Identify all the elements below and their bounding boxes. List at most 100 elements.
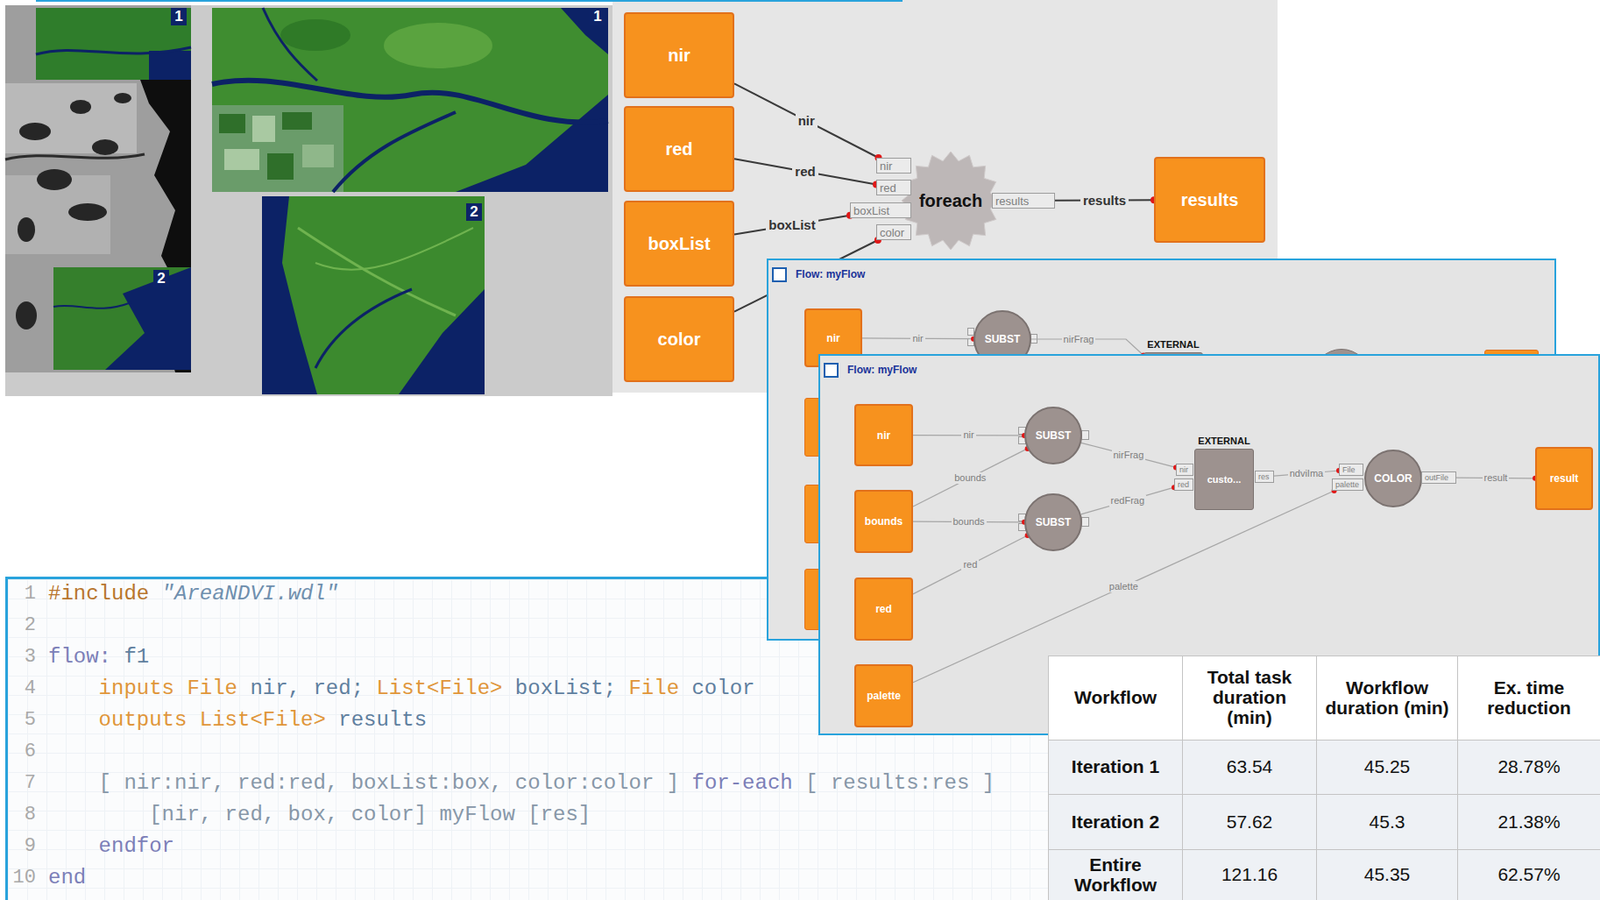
code-token: boxList; <box>515 676 616 701</box>
code-token: List<File> <box>199 707 326 732</box>
node-label: color <box>658 329 701 350</box>
port-label: nir <box>879 159 893 173</box>
edge-label-patch: ndviIma <box>1288 467 1326 480</box>
lake <box>19 122 51 141</box>
external-heading: EXTERNAL <box>1140 336 1206 353</box>
panel-title-row: Flow: myFlow <box>823 361 917 378</box>
connector <box>1081 442 1176 468</box>
node-heading: EXTERNAL <box>1197 435 1250 447</box>
port-label: boxList <box>853 204 890 218</box>
table-cell: Entire Workflow <box>1048 849 1183 900</box>
output-port: res <box>1254 470 1275 483</box>
code-token: List<File> <box>375 676 503 701</box>
code-token: endfor <box>99 834 175 858</box>
input-port: red <box>1174 478 1194 491</box>
column-heading: Total task duration (min) <box>1188 667 1311 728</box>
lake <box>17 217 36 242</box>
edge-label: red <box>794 163 815 179</box>
port-label: color <box>879 226 905 240</box>
table-cell: 28.78% <box>1458 740 1600 795</box>
code-line: 9endfor <box>7 834 1052 859</box>
node-label: nir <box>877 429 891 442</box>
node-label: bounds <box>864 515 903 528</box>
edge-label: palette <box>1109 580 1139 592</box>
code-token: end <box>48 865 86 890</box>
callout-patch: 2 <box>153 269 169 288</box>
code-token: [ nir:nir, red:red, boxList:box, color:c… <box>99 771 680 795</box>
code-text: outputsList<File>results <box>99 707 427 733</box>
panel-title: Flow: myFlow <box>847 363 917 376</box>
code-text: flow:f1 <box>48 644 149 670</box>
edge-label-patch: bounds <box>952 472 988 484</box>
line-number-box: 7 <box>7 771 36 796</box>
node-label: result <box>1550 472 1579 485</box>
table-header-cell: Total task duration (min) <box>1182 656 1317 741</box>
vegetation <box>280 19 351 51</box>
edge-label-patch: palette <box>1107 580 1140 593</box>
code-token: File <box>186 676 238 701</box>
table-value: 28.78% <box>1497 757 1560 778</box>
vegetation <box>383 22 493 69</box>
input-box: nir <box>854 403 914 467</box>
table-cell: 63.54 <box>1182 740 1317 795</box>
field <box>302 144 334 168</box>
edge-label: bounds <box>953 516 985 527</box>
edge-label-patch: nirFrag <box>1111 449 1147 461</box>
line-number: 6 <box>24 740 36 763</box>
callout-number: 2 <box>156 269 165 287</box>
table-value: 57.62 <box>1226 812 1274 833</box>
input-port: nir <box>1175 463 1194 476</box>
table-cell: 45.35 <box>1316 849 1459 900</box>
input-box: boxList <box>623 200 735 287</box>
edge-label-patch: results <box>1080 192 1129 209</box>
node-label: boxList <box>647 233 710 255</box>
edge-label-patch: red <box>961 559 979 571</box>
vegetation <box>282 196 485 395</box>
operator-circle: SUBST <box>1024 493 1083 552</box>
line-number: 5 <box>24 708 36 731</box>
edge-label: nirFrag <box>1113 449 1145 461</box>
input-port: File <box>1338 463 1364 476</box>
frame-line <box>35 0 903 2</box>
river <box>212 80 609 123</box>
table-cell: 21.38% <box>1458 794 1600 850</box>
table-value: 45.3 <box>1369 812 1406 833</box>
edge-label-patch: result <box>1482 472 1510 484</box>
code-text: [nir, red, box, color] myFlow [res] <box>148 802 591 828</box>
code-token: flow: <box>48 644 112 669</box>
imagery-ground <box>5 5 613 397</box>
panel-title-row: Flow: myFlow <box>771 266 865 283</box>
lake <box>15 301 37 330</box>
lake <box>70 99 92 114</box>
vegetation-streak <box>315 227 474 270</box>
water <box>105 267 192 370</box>
checkbox-icon <box>771 267 787 283</box>
node-heading: EXTERNAL <box>1146 339 1199 350</box>
edge-label: nirFrag <box>1063 333 1095 345</box>
lake <box>113 92 132 104</box>
code-line: 6 <box>7 739 1052 765</box>
field <box>282 112 312 130</box>
lake <box>92 139 119 156</box>
port-label: nir <box>1179 465 1189 475</box>
port-stub <box>1081 430 1090 440</box>
code-line: 10end <box>7 865 1052 891</box>
edge-label: nir <box>798 113 815 128</box>
code-token: File <box>628 676 680 701</box>
operator-circle: COLOR <box>1364 449 1423 508</box>
input-box: color <box>623 296 735 383</box>
column-heading: Workflow <box>1074 687 1157 708</box>
river <box>332 112 456 192</box>
table-value: Iteration 1 <box>1071 757 1160 778</box>
field-area <box>212 105 344 192</box>
column-heading: Workflow duration (min) <box>1322 678 1452 718</box>
code-token: for-each <box>692 771 793 795</box>
input-port: color <box>876 224 912 241</box>
input-port: palette <box>1331 478 1364 491</box>
line-number-box: 5 <box>7 707 36 733</box>
node-label: SUBST <box>984 332 1021 346</box>
table-value: 21.38% <box>1497 812 1560 833</box>
table-value: 45.25 <box>1364 757 1411 778</box>
table-header-cell: Ex. time reduction <box>1458 656 1600 741</box>
code-token: [nir, red, box, color] myFlow [res] <box>148 802 591 827</box>
